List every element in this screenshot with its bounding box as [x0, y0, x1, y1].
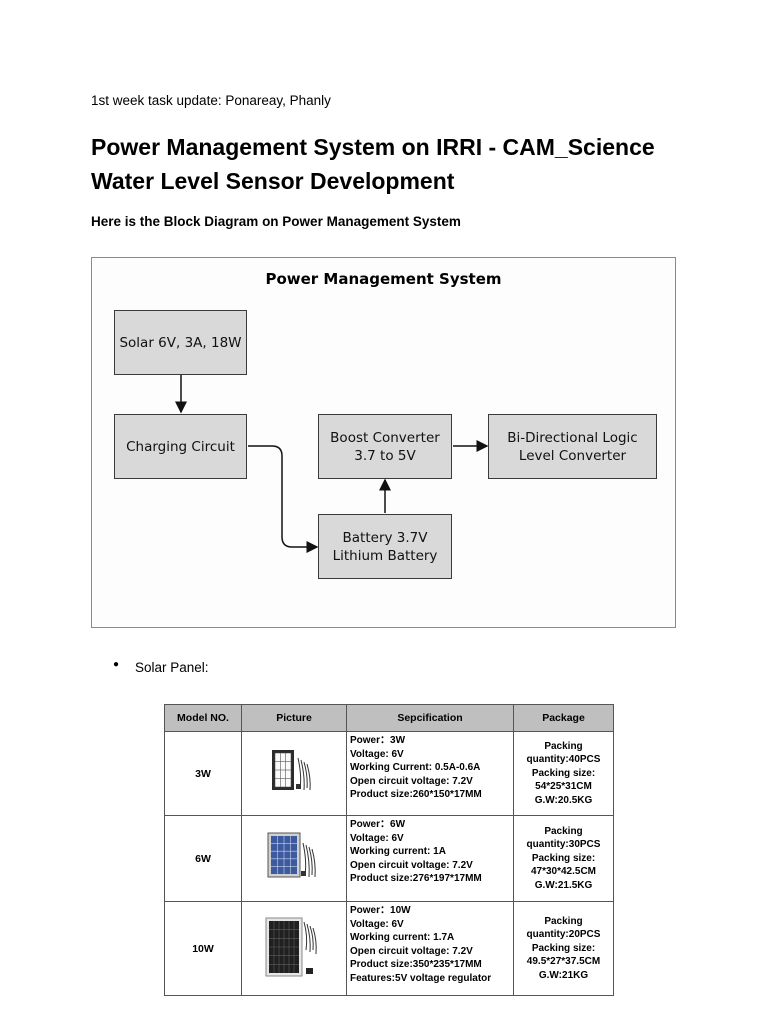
package-line: G.W:20.5KG: [534, 794, 593, 806]
spec-line: Working Current: 0.5A-0.6A: [350, 762, 481, 774]
spec-line: Open circuit voltage: 7.2V: [350, 945, 473, 957]
spec-line: Product size:260*150*17MM: [350, 789, 482, 801]
bullet-icon: ●: [113, 659, 120, 670]
document-title: Power Management System on IRRI - CAM_Sc…: [91, 134, 655, 194]
spec-line: Product size:276*197*17MM: [350, 873, 482, 885]
spec-line: Voltage: 6V: [350, 832, 404, 844]
package-cell: Packing quantity:40PCS Packing size: 54*…: [513, 731, 614, 816]
block-diagram: Power Management System Solar 6V, 3A, 18…: [91, 257, 676, 628]
column-header: Sepcification: [346, 704, 514, 732]
package-line: Packing: [544, 915, 583, 927]
package-cell: Packing quantity:30PCS Packing size: 47*…: [513, 815, 614, 902]
table-row: 10W Power：10W Voltage: 6V: [164, 901, 614, 996]
solar-panel-10w-image: [265, 917, 317, 977]
package-line: Packing size:: [531, 852, 596, 864]
package-line: Packing size:: [531, 767, 596, 779]
table-row: 3W Power：3W Voltage: 6V: [164, 731, 614, 816]
block-solar: Solar 6V, 3A, 18W: [114, 310, 247, 375]
panel-picture-cell: [241, 815, 347, 902]
package-line: Packing: [544, 825, 583, 837]
section-heading: Here is the Block Diagram on Power Manag…: [91, 214, 461, 229]
spec-line: Open circuit voltage: 7.2V: [350, 859, 473, 871]
table-row: 6W Power：6W Voltage: 6V: [164, 815, 614, 902]
model-cell: 10W: [164, 901, 242, 996]
package-cell: Packing quantity:20PCS Packing size: 49.…: [513, 901, 614, 996]
arrow-charging-to-battery: [248, 445, 319, 553]
specification-cell: Power：10W Voltage: 6V Working current: 1…: [346, 901, 514, 996]
spec-line: Power：3W: [350, 735, 406, 746]
block-charging-circuit: Charging Circuit: [114, 414, 247, 479]
column-header: Picture: [241, 704, 347, 732]
package-line: G.W:21KG: [538, 969, 589, 981]
table-header-row: Model NO. Picture Sepcification Package: [164, 704, 614, 732]
package-line: Packing: [544, 740, 583, 752]
spec-line: Power：6W: [350, 819, 406, 830]
solar-panel-table: Model NO. Picture Sepcification Package …: [164, 704, 614, 996]
block-battery: Battery 3.7V Lithium Battery: [318, 514, 452, 579]
package-line: 49.5*27*37.5CM: [526, 956, 601, 968]
package-line: quantity:40PCS: [526, 754, 601, 766]
diagram-connectors: [175, 375, 489, 553]
panel-picture-cell: [241, 731, 347, 816]
block-boost-converter: Boost Converter 3.7 to 5V: [318, 414, 452, 479]
block-logic-level-converter: Bi-Directional Logic Level Converter: [488, 414, 657, 479]
panel-picture-cell: [241, 901, 347, 996]
package-line: quantity:30PCS: [526, 839, 601, 851]
package-line: 47*30*42.5CM: [530, 866, 597, 878]
specification-cell: Power：6W Voltage: 6V Working current: 1A…: [346, 815, 514, 902]
model-cell: 6W: [164, 815, 242, 902]
spec-line: Power：10W: [350, 905, 411, 916]
spec-line: Voltage: 6V: [350, 748, 404, 760]
spec-line: Features:5V voltage regulator: [350, 972, 492, 984]
spec-line: Product size:350*235*17MM: [350, 959, 482, 971]
spec-line: Open circuit voltage: 7.2V: [350, 775, 473, 787]
package-line: G.W:21.5KG: [534, 879, 593, 891]
column-header: Model NO.: [164, 704, 242, 732]
column-header: Package: [513, 704, 614, 732]
spec-line: Working current: 1.7A: [350, 932, 455, 944]
package-line: quantity:20PCS: [526, 929, 601, 941]
package-line: 54*25*31CM: [535, 781, 592, 793]
package-line: Packing size:: [531, 942, 596, 954]
specification-cell: Power：3W Voltage: 6V Working Current: 0.…: [346, 731, 514, 816]
model-cell: 3W: [164, 731, 242, 816]
diagram-title: Power Management System: [265, 270, 502, 288]
update-line: 1st week task update: Ponareay, Phanly: [91, 93, 331, 108]
spec-line: Working current: 1A: [350, 846, 446, 858]
bullet-solar-panel: Solar Panel:: [135, 660, 209, 675]
solar-panel-3w-image: [272, 750, 311, 791]
spec-line: Voltage: 6V: [350, 918, 404, 930]
solar-panel-6w-image: [267, 832, 316, 878]
